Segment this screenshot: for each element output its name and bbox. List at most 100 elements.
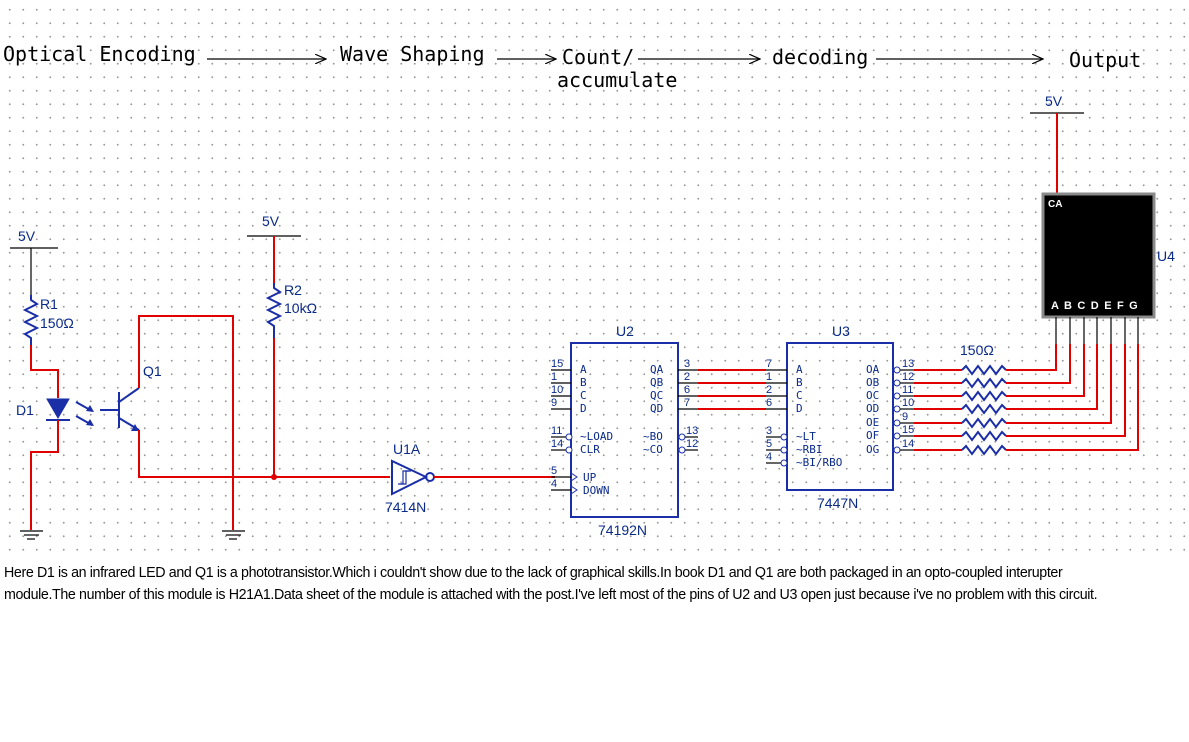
- svg-text:QA: QA: [650, 363, 664, 376]
- svg-text:12: 12: [686, 438, 698, 450]
- schematic-diagram: Optical Encoding Wave Shaping Count/ acc…: [3, 42, 1175, 540]
- svg-text:~BI/RBO: ~BI/RBO: [796, 456, 842, 469]
- svg-text:4: 4: [551, 478, 557, 490]
- junction-dot: [271, 474, 277, 480]
- stage-accumulate: accumulate: [557, 68, 677, 92]
- svg-text:4: 4: [766, 451, 772, 463]
- svg-text:1: 1: [766, 371, 772, 383]
- ic-u3: [786, 342, 894, 491]
- svg-text:B: B: [580, 376, 587, 389]
- r1-ref: R1: [40, 296, 58, 312]
- q1-ref: Q1: [143, 363, 162, 379]
- ground-d1: [20, 530, 43, 540]
- svg-text:D: D: [796, 402, 803, 415]
- wire: [30, 420, 59, 530]
- svg-text:15: 15: [902, 424, 914, 436]
- stage-decoding: decoding: [772, 45, 868, 69]
- schematic-canvas: [0, 0, 1189, 560]
- svg-text:QD: QD: [650, 402, 663, 415]
- seven-segment-u4: [1041, 192, 1156, 319]
- svg-text:OD: OD: [866, 402, 879, 415]
- vcc-symbol-r2: 5V: [247, 213, 301, 237]
- svg-text:5V: 5V: [18, 228, 36, 244]
- vcc-symbol-u4: 5V: [1030, 93, 1084, 114]
- wire: [138, 315, 234, 530]
- svg-text:OA: OA: [866, 363, 880, 376]
- r2-ref: R2: [284, 282, 302, 298]
- svg-text:13: 13: [686, 425, 698, 437]
- svg-text:14: 14: [902, 438, 914, 450]
- svg-text:12: 12: [902, 371, 914, 383]
- r2-value: 10kΩ: [284, 300, 317, 316]
- svg-text:1: 1: [551, 371, 557, 383]
- ground-q1: [222, 530, 245, 540]
- svg-text:D: D: [580, 402, 587, 415]
- resistor-array-value: 150Ω: [960, 342, 994, 358]
- ic-u2: [570, 342, 679, 518]
- svg-text:9: 9: [902, 411, 908, 423]
- u3-part: 7447N: [817, 495, 858, 511]
- svg-text:A: A: [796, 363, 803, 376]
- svg-text:UP: UP: [583, 471, 597, 484]
- svg-text:2: 2: [684, 371, 690, 383]
- svg-text:6: 6: [684, 384, 690, 396]
- vcc-symbol-r1: 5V: [10, 228, 58, 249]
- wire: [138, 430, 390, 478]
- resistor-r1: [22, 295, 40, 345]
- svg-text:5V: 5V: [262, 213, 280, 229]
- svg-text:OE: OE: [866, 416, 879, 429]
- svg-text:2: 2: [766, 384, 772, 396]
- svg-text:OC: OC: [866, 389, 879, 402]
- svg-text:C: C: [796, 389, 803, 402]
- resistor-array: [914, 344, 1139, 456]
- stage-output: Output: [1069, 48, 1141, 72]
- svg-text:3: 3: [684, 358, 690, 370]
- u3-ref: U3: [832, 323, 850, 339]
- svg-text:3: 3: [766, 425, 772, 437]
- phototransistor-q1: [100, 387, 140, 431]
- svg-text:~LT: ~LT: [796, 430, 816, 443]
- r1-value: 150Ω: [40, 315, 74, 331]
- stage-count: Count/: [562, 45, 634, 69]
- svg-text:7: 7: [766, 358, 772, 370]
- svg-text:11: 11: [902, 384, 913, 396]
- u4-segment-labels: A B C D E F G: [1051, 300, 1139, 312]
- svg-text:14: 14: [551, 438, 563, 450]
- u2-ref: U2: [616, 323, 634, 339]
- svg-text:5: 5: [766, 438, 772, 450]
- u4-ref: U4: [1157, 248, 1175, 264]
- svg-text:B: B: [796, 376, 803, 389]
- wire: [30, 345, 59, 398]
- caption-text: Here D1 is an infrared LED and Q1 is a p…: [4, 564, 1098, 603]
- svg-text:5V: 5V: [1045, 93, 1063, 109]
- svg-text:C: C: [580, 389, 587, 402]
- svg-text:OG: OG: [866, 443, 879, 456]
- svg-text:10: 10: [902, 397, 914, 409]
- resistor-r2: [265, 283, 283, 338]
- svg-text:7: 7: [684, 397, 690, 409]
- u2-right-pins: 3QA 2QB 6QC 7QD 13~BO 12~CO: [643, 358, 698, 456]
- svg-text:10: 10: [551, 384, 563, 396]
- svg-text:~CO: ~CO: [643, 443, 663, 456]
- u4-pins: [1055, 317, 1139, 344]
- svg-text:OF: OF: [866, 429, 879, 442]
- u4-common: CA: [1048, 199, 1062, 210]
- u2-part: 74192N: [598, 522, 647, 538]
- led-d1: [46, 398, 94, 426]
- svg-text:DOWN: DOWN: [583, 484, 610, 497]
- svg-text:OB: OB: [866, 376, 880, 389]
- svg-text:5: 5: [551, 465, 557, 477]
- svg-text:QB: QB: [650, 376, 664, 389]
- svg-text:11: 11: [551, 425, 562, 437]
- svg-text:9: 9: [551, 397, 557, 409]
- svg-text:~BO: ~BO: [643, 430, 663, 443]
- d1-ref: D1: [16, 402, 34, 418]
- stage-wave-shaping: Wave Shaping: [340, 42, 485, 66]
- inverter-u1a: [391, 459, 435, 496]
- stage-optical-encoding: Optical Encoding: [3, 42, 196, 66]
- u1a-ref: U1A: [393, 441, 421, 457]
- svg-text:~RBI: ~RBI: [796, 443, 823, 456]
